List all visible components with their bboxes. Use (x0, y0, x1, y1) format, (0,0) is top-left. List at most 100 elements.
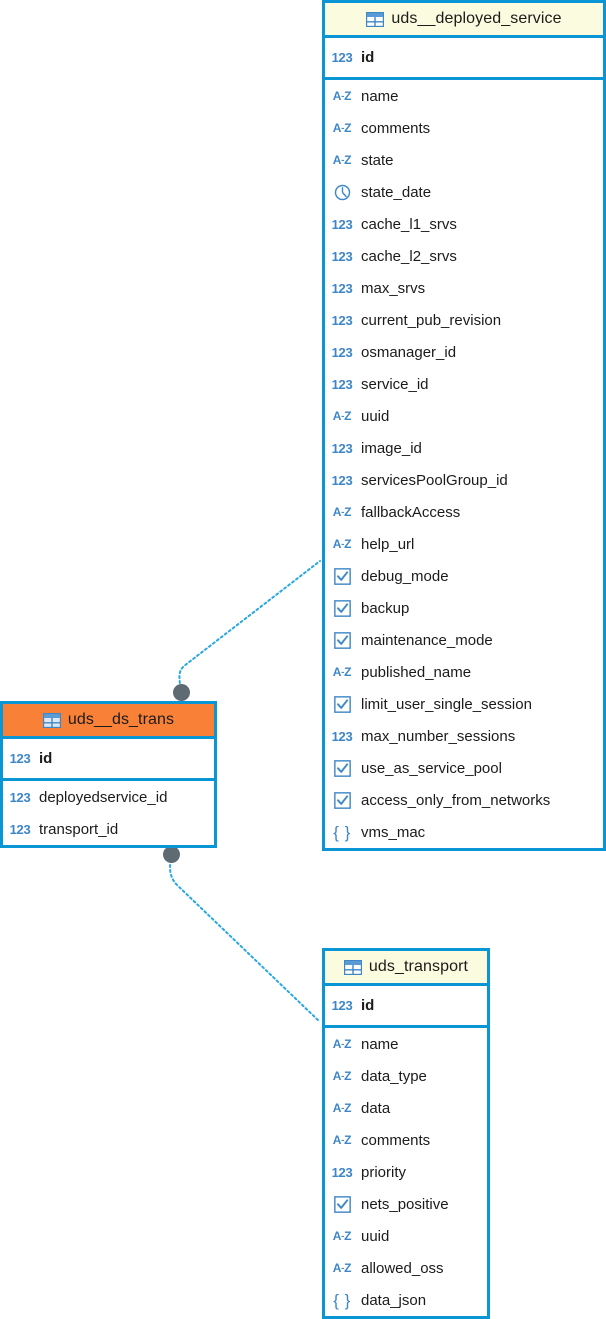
column-row[interactable]: A-Z comments (325, 1124, 487, 1156)
relationship-endpoint-top (173, 684, 190, 701)
column-row[interactable]: A-Z state (325, 144, 603, 176)
column-name: cache_l2_srvs (361, 247, 457, 265)
column-row[interactable]: 123 osmanager_id (325, 336, 603, 368)
column-row[interactable]: 123 deployedservice_id (3, 781, 214, 813)
entity-header[interactable]: uds_transport (325, 951, 487, 986)
boolean-icon (331, 758, 353, 778)
text-icon: A-Z (332, 153, 352, 167)
text-icon: A-Z (332, 1133, 352, 1147)
column-name: debug_mode (361, 567, 449, 585)
column-name: current_pub_revision (361, 311, 502, 329)
text-icon: A-Z (332, 1101, 352, 1115)
column-name: comments (361, 1131, 431, 1149)
number-icon: 123 (331, 248, 353, 264)
number-icon: 123 (331, 280, 353, 296)
column-name: max_number_sessions (361, 727, 516, 745)
primary-key-row[interactable]: 123 id (325, 986, 487, 1025)
entity-title: uds__deployed_service (391, 10, 562, 27)
column-name: osmanager_id (361, 343, 457, 361)
column-row[interactable]: access_only_from_networks (325, 784, 603, 816)
number-icon: 123 (331, 344, 353, 360)
column-row[interactable]: { } data_json (325, 1284, 487, 1316)
column-name: deployedservice_id (39, 788, 168, 806)
column-row[interactable]: { }vms_mac (325, 816, 603, 848)
column-row[interactable]: debug_mode (325, 560, 603, 592)
column-name: transport_id (39, 820, 119, 838)
primary-key-row[interactable]: 123 id (325, 38, 603, 77)
relationship-line-deployedservice (178, 560, 321, 694)
column-name: service_id (361, 375, 429, 393)
boolean-icon (331, 630, 353, 650)
column-row[interactable]: backup (325, 592, 603, 624)
json-icon: { } (333, 1290, 351, 1310)
relationship-line-transport (169, 854, 321, 1023)
column-row[interactable]: 123 cache_l2_srvs (325, 240, 603, 272)
text-icon: A-Z (332, 505, 352, 519)
number-icon: 123 (331, 50, 353, 65)
column-name: access_only_from_networks (361, 791, 551, 809)
column-row[interactable]: maintenance_mode (325, 624, 603, 656)
column-name: uuid (361, 407, 390, 425)
column-name: published_name (361, 663, 472, 681)
column-name: state (361, 151, 394, 169)
column-name: use_as_service_pool (361, 759, 502, 777)
column-name: max_srvs (361, 279, 426, 297)
column-name: id (361, 49, 375, 66)
column-name: priority (361, 1163, 407, 1181)
number-icon: 123 (9, 789, 31, 805)
text-icon: A-Z (332, 1229, 352, 1243)
number-icon: 123 (331, 216, 353, 232)
column-row[interactable]: nets_positive (325, 1188, 487, 1220)
entity-header[interactable]: uds__deployed_service (325, 3, 603, 38)
column-name: comments (361, 119, 431, 137)
column-name: nets_positive (361, 1195, 449, 1213)
entity-title: uds__ds_trans (67, 711, 175, 728)
column-row[interactable]: 123 service_id (325, 368, 603, 400)
json-icon: { } (333, 822, 351, 842)
boolean-icon (331, 694, 353, 714)
entity-header[interactable]: uds__ds_trans (3, 704, 214, 739)
column-row[interactable]: use_as_service_pool (325, 752, 603, 784)
number-icon: 123 (331, 376, 353, 392)
number-icon: 123 (331, 440, 353, 456)
column-row[interactable]: state_date (325, 176, 603, 208)
column-name: help_url (361, 535, 415, 553)
column-name: id (361, 997, 375, 1014)
column-name: state_date (361, 183, 432, 201)
number-icon: 123 (331, 998, 353, 1013)
text-icon: A-Z (332, 1261, 352, 1275)
column-row[interactable]: 123 max_srvs (325, 272, 603, 304)
boolean-icon (331, 598, 353, 618)
column-name: data_json (361, 1291, 427, 1309)
primary-key-section: 123 id (325, 38, 603, 80)
column-name: maintenance_mode (361, 631, 493, 649)
column-row[interactable]: limit_user_single_session (325, 688, 603, 720)
